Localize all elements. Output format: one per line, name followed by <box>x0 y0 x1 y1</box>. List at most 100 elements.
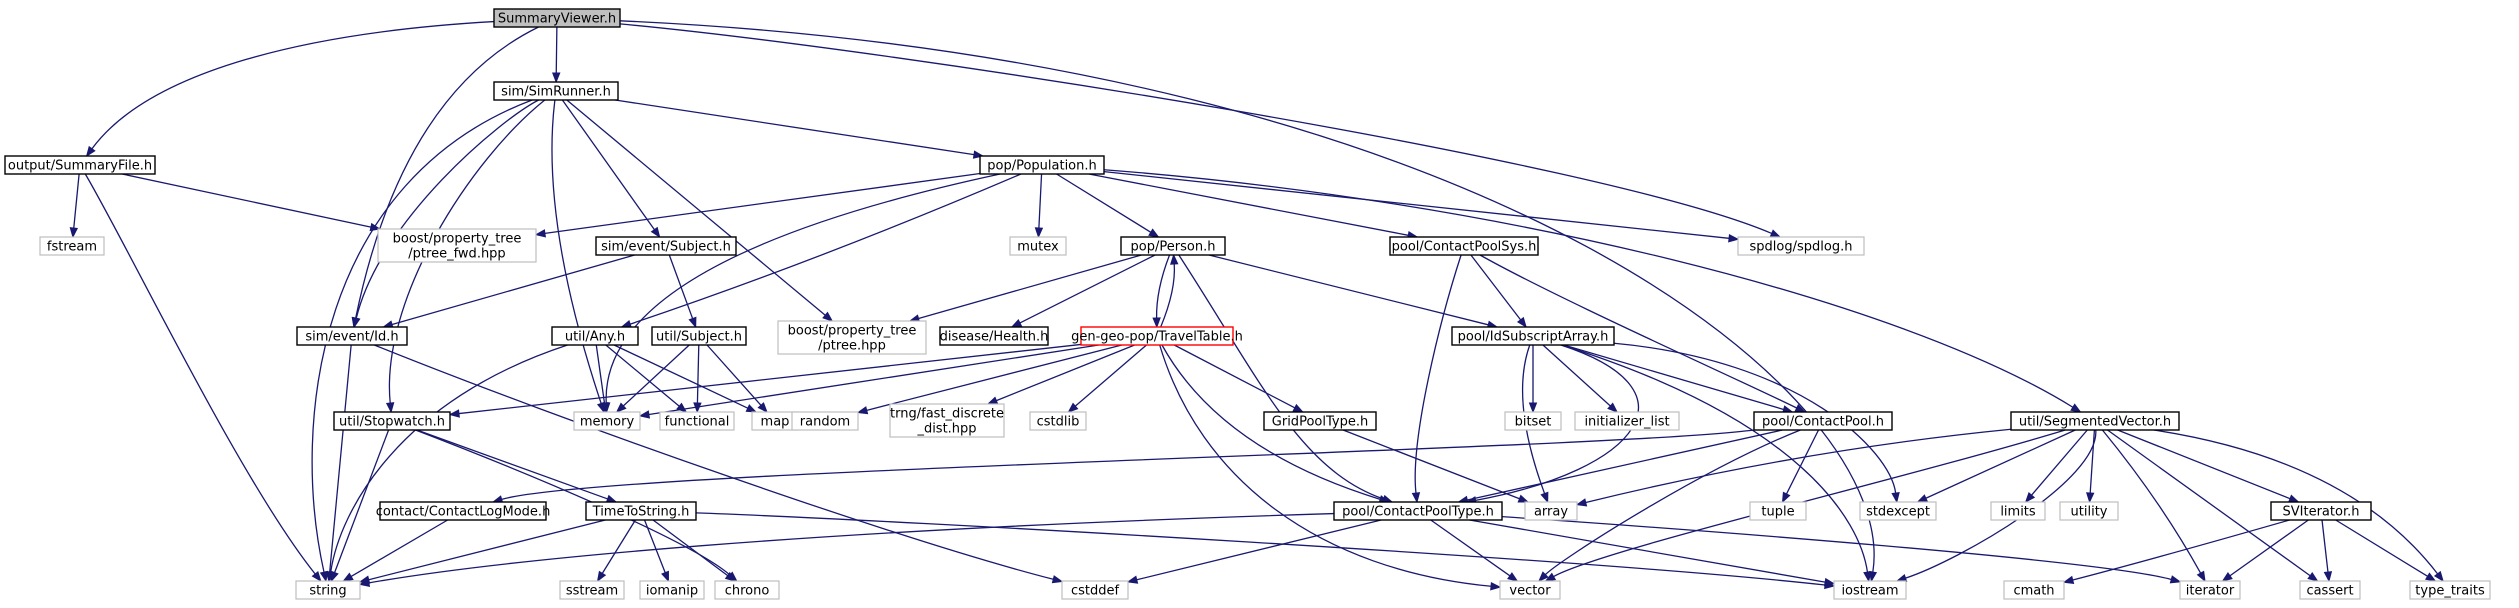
edge-subject-to-simid <box>382 254 635 329</box>
node-box <box>2270 501 2372 521</box>
edge-cptype-to-vector <box>1430 519 1519 582</box>
node-label: mutex <box>1017 240 1059 255</box>
edge-idsub-to-stdexcept <box>1613 342 1900 504</box>
edge-line <box>1544 429 1801 576</box>
node-any[interactable]: util/Any.h <box>551 326 639 346</box>
edge-line <box>330 344 568 573</box>
edge-line <box>501 429 1755 501</box>
node-box <box>296 326 408 346</box>
edge-gridpool-to-array <box>1342 429 1530 503</box>
arrowhead <box>342 572 354 582</box>
node-timetostr[interactable]: TimeToString.h <box>585 501 697 521</box>
edge-usubject-to-map <box>706 344 768 414</box>
edge-travel-to-stopwatch <box>448 343 1082 418</box>
node-typetraits: type_traits <box>2409 580 2491 600</box>
arrowhead <box>85 145 96 158</box>
node-box <box>595 236 737 256</box>
node-label: pool/ContactPoolType.h <box>1342 505 1494 520</box>
node-idsub[interactable]: pool/IdSubscriptArray.h <box>1451 326 1615 346</box>
edge-line <box>605 344 680 407</box>
node-simid[interactable]: sim/event/Id.h <box>296 326 408 346</box>
node-label: string <box>309 584 346 599</box>
node-box <box>1009 236 1067 256</box>
edge-sviter-to-cmath <box>2062 519 2290 584</box>
arrowhead <box>534 229 546 238</box>
node-simrunner[interactable]: sim/SimRunner.h <box>493 81 619 101</box>
node-label: gen-geo-pop/TravelTable.h <box>1071 330 1243 345</box>
node-ptree: boost/property_tree/ptree.hpp <box>777 320 927 355</box>
edge-line <box>2117 429 2291 500</box>
node-trng: trng/fast_discrete_dist.hpp <box>889 403 1005 438</box>
edge-line <box>416 429 608 500</box>
node-cptype[interactable]: pool/ContactPoolType.h <box>1333 501 1503 521</box>
edge-line <box>648 344 1099 416</box>
node-label: sstream <box>566 584 618 599</box>
arrowhead <box>596 570 607 583</box>
node-population[interactable]: pop/Population.h <box>979 155 1105 175</box>
node-label: /ptree.hpp <box>818 339 886 354</box>
arrowhead <box>986 396 999 405</box>
node-label: GridPoolType.h <box>1272 415 1368 430</box>
arrowhead <box>822 311 834 322</box>
edge-population-to-ptreefwd <box>534 172 981 238</box>
arrowhead <box>1728 234 1740 243</box>
arrowhead <box>2169 575 2182 584</box>
arrowhead <box>319 570 329 583</box>
edge-line <box>695 512 1826 586</box>
node-label: trng/fast_discrete <box>890 407 1004 422</box>
node-label: SummaryViewer.h <box>498 12 616 27</box>
edge-line <box>1019 254 1156 324</box>
edge-line <box>1430 519 1511 577</box>
node-contactpool[interactable]: pool/ContactPool.h <box>1753 411 1893 431</box>
node-box <box>1574 411 1680 431</box>
arrowhead <box>1823 577 1836 587</box>
edge-line <box>2072 519 2290 581</box>
node-stopwatch[interactable]: util/Stopwatch.h <box>333 411 451 431</box>
node-box <box>1389 236 1539 256</box>
arrowhead <box>1490 582 1502 591</box>
node-box <box>1737 236 1865 256</box>
edge-line <box>91 20 495 150</box>
node-label: stdexcept <box>1866 505 1930 520</box>
edge-line <box>555 26 558 74</box>
arrowhead <box>2086 492 2095 504</box>
edge-line <box>1613 342 1897 494</box>
arrowhead <box>1152 317 1161 329</box>
node-box <box>493 8 621 28</box>
nodes-layer: SummaryViewer.h sim/SimRunner.h output/Sum… <box>4 8 2491 600</box>
node-gridpool[interactable]: GridPoolType.h <box>1263 411 1377 431</box>
node-box <box>639 580 705 600</box>
node-sv[interactable]: SummaryViewer.h <box>493 8 621 28</box>
edge-sv-to-summaryfile <box>85 20 495 158</box>
edge-line <box>1173 344 1296 409</box>
node-ptreefwd: boost/property_tree/ptree_fwd.hpp <box>377 228 537 263</box>
edge-line <box>391 254 635 326</box>
edge-simrunner-to-string <box>311 99 533 583</box>
node-map: map <box>751 411 799 431</box>
edge-usubject-to-memory <box>615 344 690 413</box>
node-label: random <box>800 415 850 430</box>
node-travel[interactable]: gen-geo-pop/TravelTable.h <box>1071 326 1243 346</box>
node-cmath: cmath <box>2003 580 2065 600</box>
edge-line <box>2229 519 2309 577</box>
edge-line <box>73 173 80 229</box>
node-segvec[interactable]: util/SegmentedVector.h <box>2010 411 2180 431</box>
edge-travel-to-gridpool <box>1173 344 1304 413</box>
edge-cptype-to-iostream <box>1469 519 1836 587</box>
node-summaryfile[interactable]: output/SummaryFile.h <box>4 155 156 175</box>
edge-line <box>996 344 1135 402</box>
node-health[interactable]: disease/Health.h <box>939 326 1049 346</box>
edge-segvec-to-array <box>1575 428 2012 507</box>
edge-contactpool-to-tuple <box>1781 429 1820 504</box>
arrowhead <box>1034 227 1044 239</box>
node-sviter[interactable]: SVIterator.h <box>2270 501 2372 521</box>
node-subject[interactable]: sim/event/Subject.h <box>595 236 737 256</box>
node-usubject[interactable]: util/Subject.h <box>651 326 747 346</box>
node-cpsys[interactable]: pool/ContactPoolSys.h <box>1389 236 1539 256</box>
arrowhead <box>1575 498 1588 507</box>
node-box <box>777 320 927 355</box>
node-person[interactable]: pop/Person.h <box>1120 236 1226 256</box>
node-box <box>1499 580 1561 600</box>
arrowhead <box>2424 572 2437 582</box>
node-contactlog[interactable]: contact/ContactLogMode.h <box>376 501 551 521</box>
